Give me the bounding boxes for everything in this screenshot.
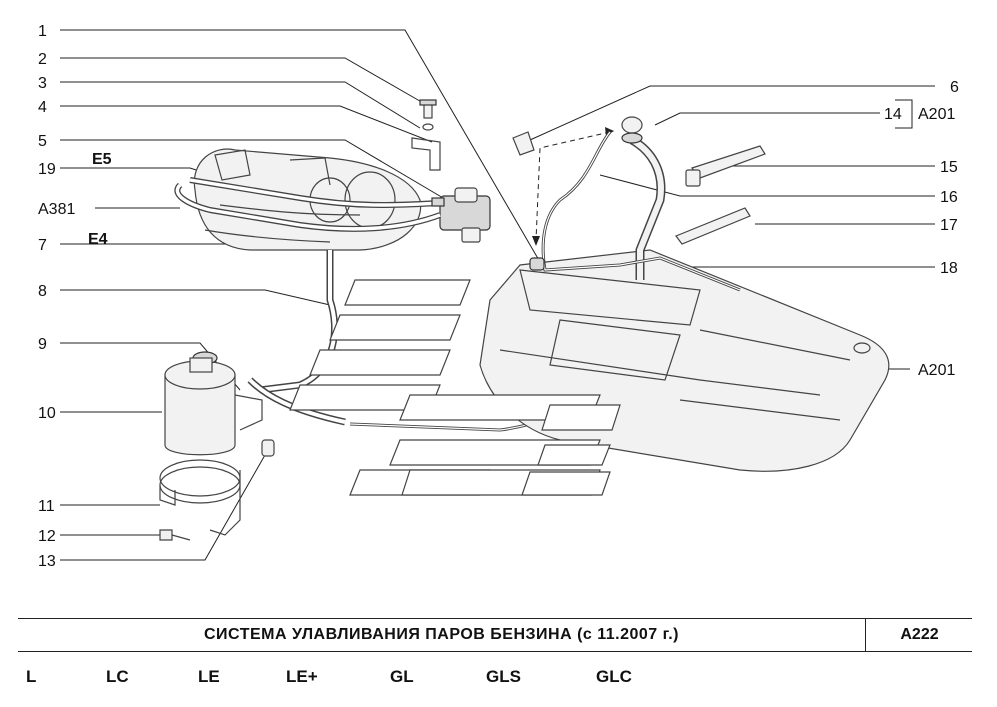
callout-9: 9 [38,336,47,353]
callouts-right: 6 14 A201 15 16 17 18 A201 [884,79,959,379]
parts-diagram: 1 2 3 4 5 19 A381 7 8 9 10 11 12 13 6 14… [38,23,959,570]
callout-a201-tank: A201 [918,362,955,379]
trim-glc: GLC [596,667,632,686]
callout-15: 15 [940,159,958,176]
ref-e5: E5 [92,151,112,168]
trim-l: L [26,667,37,686]
canister-bracket [159,439,275,541]
callout-16: 16 [940,189,958,206]
trim-gls: GLS [486,667,521,686]
callout-a201-top: A201 [918,106,955,123]
callout-18: 18 [940,260,958,277]
callouts-left: 1 2 3 4 5 19 A381 7 8 9 10 11 12 13 [38,23,75,570]
callout-7: 7 [38,237,47,254]
watermark-logo [289,279,621,496]
callout-14: 14 [884,106,902,123]
small-parts [411,99,766,271]
diagram-title: СИСТЕМА УЛАВЛИВАНИЯ ПАРОВ БЕНЗИНА (с 11.… [204,626,679,643]
hose-refs: E5 E4 [88,151,112,248]
ref-e4: E4 [88,231,108,248]
trim-le-plus: LE+ [286,667,318,686]
filler-neck [621,116,666,280]
callout-2: 2 [38,51,47,68]
trim-le: LE [198,667,220,686]
callout-8: 8 [38,283,47,300]
canister [164,351,263,456]
title-divider [865,619,866,651]
purge-valve [439,187,491,243]
callout-a381: A381 [38,201,75,218]
callout-11: 11 [38,498,55,515]
callout-5: 5 [38,133,47,150]
callout-13: 13 [38,553,56,570]
callout-12: 12 [38,528,56,545]
title-block: СИСТЕМА УЛАВЛИВАНИЯ ПАРОВ БЕНЗИНА (с 11.… [18,618,972,652]
callout-1: 1 [38,23,47,40]
trim-lc: LC [106,667,129,686]
leader-lines [60,29,935,561]
fuel-tank [479,249,890,472]
trim-levels: L LC LE LE+ GL GLS GLC [0,664,997,694]
callout-10: 10 [38,405,56,422]
callout-4: 4 [38,99,47,116]
diagram-code: A222 [900,626,939,643]
trim-gl: GL [390,667,414,686]
callout-3: 3 [38,75,47,92]
callout-17: 17 [940,217,958,234]
callout-6: 6 [950,79,959,96]
callout-19: 19 [38,161,56,178]
